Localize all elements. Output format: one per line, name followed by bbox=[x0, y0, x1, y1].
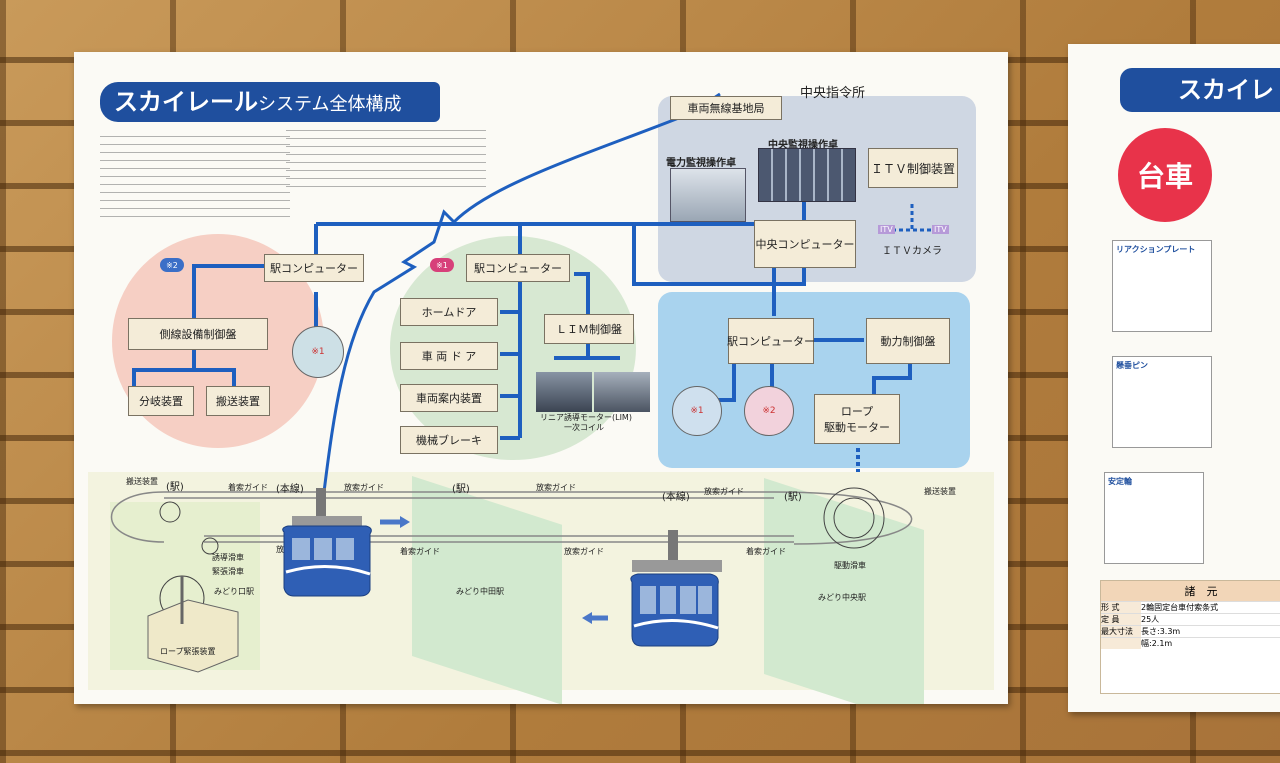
gondola-left bbox=[282, 488, 372, 597]
right-station-computer: 駅コンピューター bbox=[727, 318, 815, 364]
intro-text-left bbox=[100, 130, 290, 222]
station-midori-chuden: みどり中田駅 bbox=[456, 587, 504, 596]
track-guide-a: 着索ガイド bbox=[228, 483, 268, 492]
network-lines bbox=[110, 92, 932, 673]
track-guide-b: 着索ガイド bbox=[400, 547, 440, 556]
spec-key: 形 式 bbox=[1101, 602, 1141, 613]
right-ref-circle-1: ※1 bbox=[672, 386, 722, 436]
poster-title: スカイレールシステム全体構成 bbox=[100, 82, 440, 122]
rope-motor-line1: ロープ bbox=[840, 405, 874, 418]
reaction-plate-label: リアクションプレート bbox=[1116, 245, 1196, 254]
console-label: 中央監視操作卓 bbox=[768, 140, 838, 151]
station-midori-kuchi: みどり口駅 bbox=[214, 587, 254, 596]
track-release-b: 放索ガイド bbox=[536, 483, 576, 492]
daisha-label: 台車 bbox=[1136, 160, 1193, 193]
itv-cam-left: ITV bbox=[878, 225, 895, 234]
home-door-box: ホームドア bbox=[400, 298, 498, 326]
right-ref-circle-2: ※2 bbox=[744, 386, 794, 436]
reaction-plate-box: リアクションプレート bbox=[1112, 240, 1212, 332]
itv-camera-label: ＩＴＶカメラ bbox=[882, 246, 942, 257]
tag-note-1-mid: ※1 bbox=[430, 258, 454, 272]
rope-tension-device: ロープ緊張装置 bbox=[160, 647, 216, 656]
track-control-panel: 側線設備制御盤 bbox=[128, 318, 268, 350]
title-sub: システム全体構成 bbox=[258, 94, 402, 115]
tag-note-2-left: ※2 bbox=[160, 258, 184, 272]
track-eki-left: (駅) bbox=[166, 482, 184, 493]
spec-key: 定 員 bbox=[1101, 614, 1141, 625]
station-midori-chuo: みどり中央駅 bbox=[818, 593, 866, 602]
central-header: 中央指令所 bbox=[800, 86, 866, 101]
detail-title-bar: スカイレ bbox=[1120, 68, 1280, 112]
track-tension-wheel: 緊張滑車 bbox=[212, 567, 244, 576]
lim-photo-left bbox=[536, 372, 592, 412]
central-computer-box: 中央コンピューター bbox=[754, 220, 856, 268]
stabilizer-label: 安定輪 bbox=[1108, 477, 1132, 486]
lim-photo-right bbox=[594, 372, 650, 412]
itv-cam-right: ITV bbox=[932, 225, 949, 234]
mech-brake-box: 機械ブレーキ bbox=[400, 426, 498, 454]
track-guide-c: 着索ガイド bbox=[746, 547, 786, 556]
system-poster: スカイレールシステム全体構成 bbox=[74, 52, 1008, 704]
track-release-d: 放索ガイド bbox=[564, 547, 604, 556]
car-guide-box: 車両案内装置 bbox=[400, 384, 498, 412]
power-console-label: 電力監視操作卓 bbox=[666, 158, 736, 169]
lim-caption-2: 一次コイル bbox=[564, 423, 604, 432]
gondola-right bbox=[630, 530, 722, 647]
lim-caption-1: リニア誘導モーター(LIM) bbox=[540, 413, 632, 422]
spec-val: 25人 bbox=[1141, 615, 1160, 624]
track-eki-mid: (駅) bbox=[452, 484, 470, 495]
track-main-line-2: (本線) bbox=[662, 492, 690, 503]
track-release-a: 放索ガイド bbox=[344, 483, 384, 492]
left-ref-circle: ※1 bbox=[292, 326, 344, 378]
track-transport-right: 搬送装置 bbox=[924, 487, 956, 496]
power-console-image bbox=[670, 168, 746, 222]
spec-row: 幅:2.1m bbox=[1101, 637, 1280, 649]
track-release-c: 放索ガイド bbox=[704, 487, 744, 496]
itv-control-box: ＩＴＶ制御装置 bbox=[868, 148, 958, 188]
track-induction-wheel: 誘導滑車 bbox=[212, 553, 244, 562]
car-door-box: 車 両 ド ア bbox=[400, 342, 498, 370]
radio-base-station: 車両無線基地局 bbox=[670, 96, 782, 120]
stabilizer-box: 安定輪 bbox=[1104, 472, 1204, 564]
rope-motor-line2: 駆動モーター bbox=[824, 421, 890, 434]
mid-station-computer: 駅コンピューター bbox=[466, 254, 570, 282]
branch-device: 分岐装置 bbox=[128, 386, 194, 416]
spec-val: 長さ:3.3m bbox=[1141, 627, 1181, 636]
rope-motor-box: ロープ 駆動モーター bbox=[814, 394, 900, 444]
central-console-image bbox=[758, 148, 856, 202]
power-control-box: 動力制御盤 bbox=[866, 318, 950, 364]
track-eki-right: (駅) bbox=[784, 492, 802, 503]
spec-key bbox=[1101, 638, 1141, 649]
left-station-computer: 駅コンピューター bbox=[264, 254, 364, 282]
track-drive-wheel: 駆動滑車 bbox=[834, 561, 866, 570]
spec-val: 幅:2.1m bbox=[1141, 639, 1173, 648]
daisha-badge: 台車 bbox=[1118, 128, 1212, 222]
intro-text-right bbox=[286, 130, 486, 192]
suspension-pin-label: 懸垂ピン bbox=[1116, 361, 1148, 370]
track-main-line-1: (本線) bbox=[276, 484, 304, 495]
spec-row: 最大寸法長さ:3.3m bbox=[1101, 625, 1280, 637]
lim-control-box: ＬＩＭ制御盤 bbox=[544, 314, 634, 344]
spec-key: 最大寸法 bbox=[1101, 626, 1141, 637]
spec-val: 2輪固定台車付索条式 bbox=[1141, 603, 1219, 612]
detail-title: スカイレ bbox=[1178, 76, 1274, 104]
track-transport-left: 搬送装置 bbox=[126, 477, 158, 486]
spec-header: 諸 元 bbox=[1101, 581, 1280, 601]
suspension-pin-box: 懸垂ピン bbox=[1112, 356, 1212, 448]
transport-device: 搬送装置 bbox=[206, 386, 270, 416]
title-main: スカイレール bbox=[114, 88, 258, 116]
